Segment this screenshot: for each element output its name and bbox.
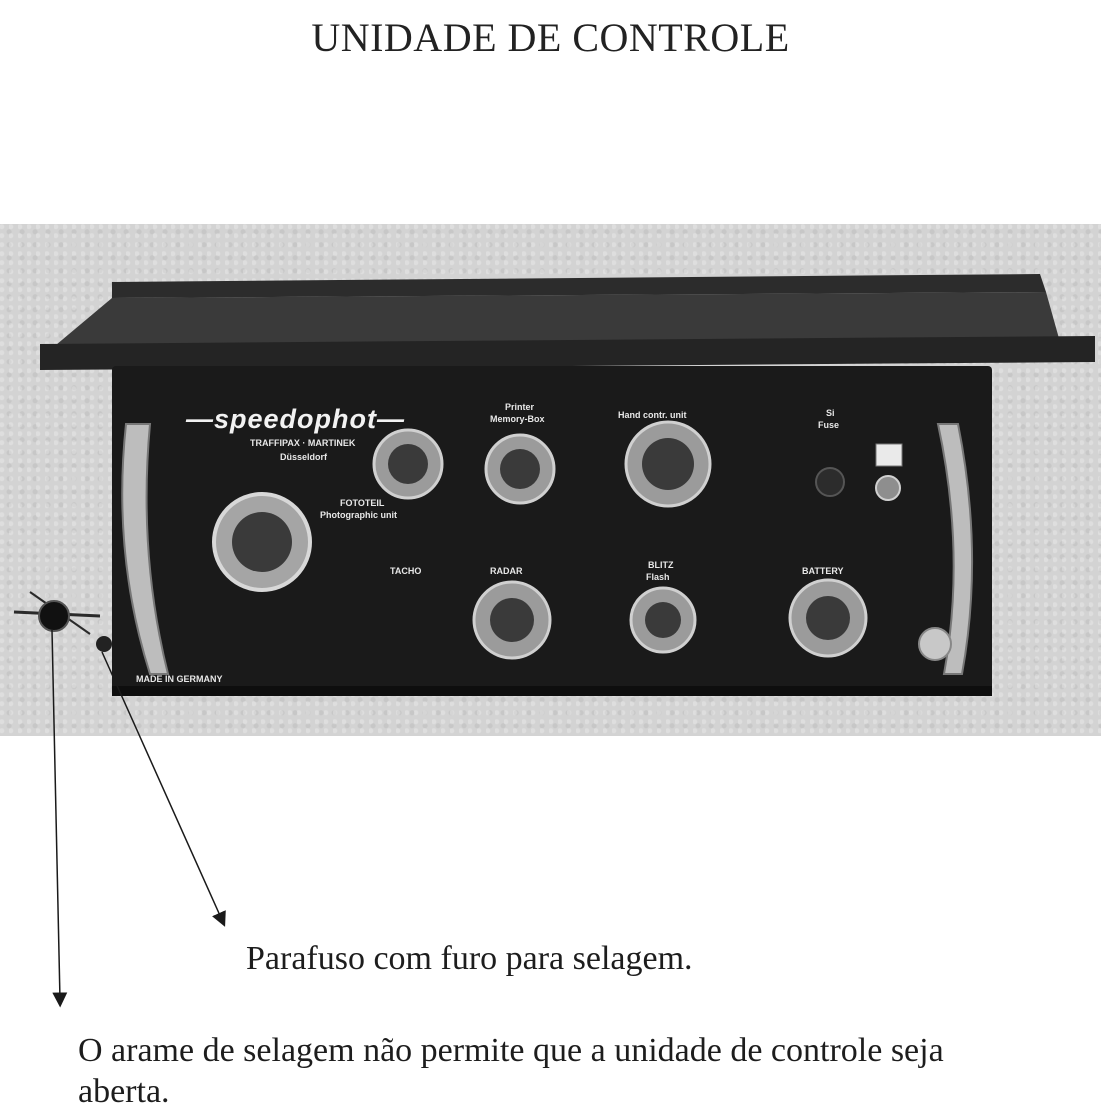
top-case [50, 292, 1060, 350]
connector-small-left [372, 428, 444, 500]
top-rail-back [112, 274, 1046, 298]
seal-lead [38, 600, 70, 632]
front-panel [112, 366, 992, 696]
connector-hand-control [624, 420, 712, 508]
top-rail-front [40, 336, 1095, 370]
caption-wire: O arame de selagem não permite que a uni… [78, 1032, 944, 1110]
fuse-holder [815, 467, 845, 497]
connector-flash [629, 586, 697, 654]
brand-city: Düsseldorf [280, 452, 328, 462]
label-flash: Flash [646, 572, 670, 582]
label-photographic-unit: Photographic unit [320, 510, 397, 520]
connector-battery [788, 578, 868, 658]
right-foot-knob [918, 627, 952, 661]
label-battery: BATTERY [802, 566, 844, 576]
control-unit-photo: —speedophot— TRAFFIPAX · MARTINEK Düssel… [0, 224, 1101, 736]
connector-radar [472, 580, 552, 660]
seal-screw [96, 636, 112, 652]
label-fuse: Fuse [818, 420, 839, 430]
brand-logo: —speedophot— [185, 404, 405, 434]
label-hand-control: Hand contr. unit [618, 410, 687, 420]
connector-printer [484, 433, 556, 505]
label-printer: Printer [505, 402, 535, 412]
connector-photographic-unit [212, 492, 312, 592]
panel-bottom-edge [112, 686, 992, 696]
label-memory-box: Memory-Box [490, 414, 545, 424]
control-unit-illustration: —speedophot— TRAFFIPAX · MARTINEK Düssel… [13, 274, 1095, 696]
label-radar: RADAR [490, 566, 523, 576]
caption-screw: Parafuso com furo para selagem. [246, 940, 693, 977]
label-made-in-germany: MADE IN GERMANY [136, 674, 223, 684]
label-fuse-si: Si [826, 408, 835, 418]
indicator-socket [875, 475, 901, 501]
label-blitz: BLITZ [648, 560, 674, 570]
label-fototeil: FOTOTEIL [340, 498, 385, 508]
page-title: UNIDADE DE CONTROLE [311, 15, 790, 60]
brand-subtitle: TRAFFIPAX · MARTINEK [250, 438, 356, 448]
right-handle [936, 423, 974, 675]
indicator-lamp [875, 443, 903, 467]
label-tacho: TACHO [390, 566, 421, 576]
